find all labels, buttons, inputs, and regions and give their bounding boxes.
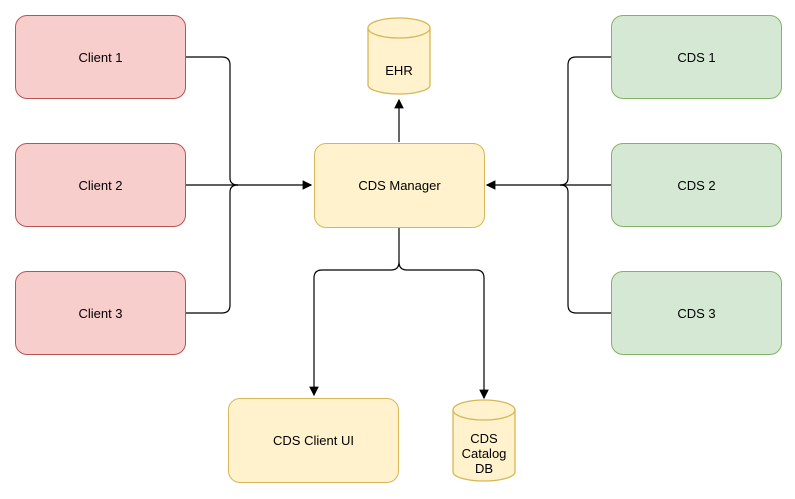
catalog-db-label: CDS Catalog DB [461, 430, 507, 476]
edge-manager-client-ui [309, 228, 400, 397]
cds-1-label: CDS 1 [677, 49, 716, 65]
client-2-label: Client 2 [78, 177, 123, 193]
client-2-node: Client 2 [15, 143, 186, 227]
cds-3-label: CDS 3 [677, 305, 716, 321]
client-3-node: Client 3 [15, 271, 186, 355]
cds-2-node: CDS 2 [611, 143, 782, 227]
client-3-label: Client 3 [78, 305, 123, 321]
cds-manager-node: CDS Manager [314, 143, 485, 228]
cds-manager-label: CDS Manager [358, 178, 441, 193]
cds-client-ui-node: CDS Client UI [228, 398, 399, 483]
client-1-node: Client 1 [15, 15, 186, 99]
edge-client1-manager [186, 56, 239, 186]
ehr-database [367, 17, 431, 95]
edge-cds1-manager [559, 56, 611, 186]
cds-3-node: CDS 3 [611, 271, 782, 355]
catalog-db-database [452, 399, 516, 482]
cds-2-label: CDS 2 [677, 177, 716, 193]
client-1-label: Client 1 [78, 49, 123, 65]
edge-client3-manager [186, 184, 239, 314]
cds-client-ui-label: CDS Client UI [273, 433, 354, 448]
ehr-label: EHR [385, 62, 413, 78]
cds-1-node: CDS 1 [611, 15, 782, 99]
edge-cds3-manager [559, 184, 611, 314]
edge-manager-catalog-db [398, 261, 489, 400]
